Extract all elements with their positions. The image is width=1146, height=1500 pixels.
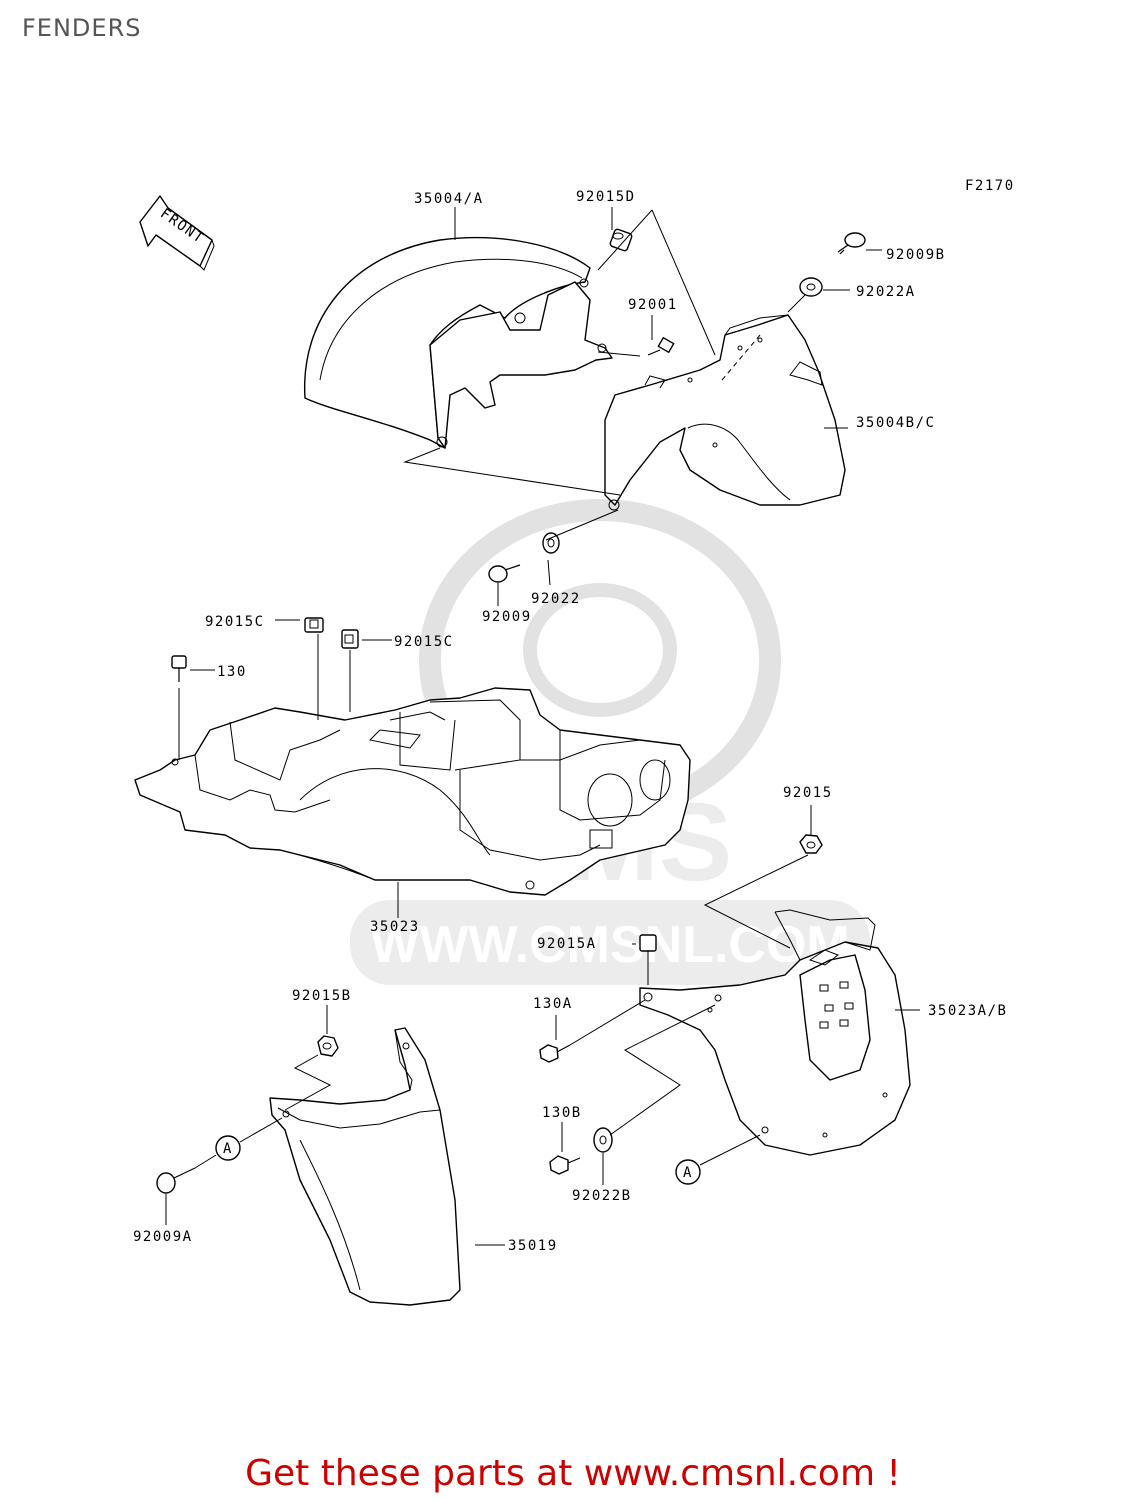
rear-mudguard-35019 <box>269 1027 461 1306</box>
callout-92022b: 92022B <box>572 1188 632 1204</box>
callout-92015: 92015 <box>783 785 833 801</box>
footer-link[interactable]: Get these parts at www.cmsnl.com ! <box>245 1453 901 1494</box>
callout-130b: 130B <box>542 1105 582 1121</box>
callout-92022a: 92022A <box>856 284 916 300</box>
washer-92022b-icon <box>593 1127 613 1153</box>
front-direction-arrow-icon: FRONT <box>139 195 215 271</box>
callout-92009: 92009 <box>482 609 532 625</box>
callout-92015b: 92015B <box>292 988 352 1004</box>
reference-mark-a-right: A <box>675 1159 701 1185</box>
callout-130: 130 <box>217 664 247 680</box>
leader-lines-bottom <box>165 805 920 1246</box>
callout-35023: 35023 <box>370 919 420 935</box>
page-title: FENDERS <box>22 14 142 42</box>
figure-code: F2170 <box>965 178 1015 194</box>
reference-mark-a-left: A <box>215 1135 241 1161</box>
nut-92015-icon <box>799 834 823 854</box>
clip-92015a-icon <box>639 934 657 952</box>
callout-92015d: 92015D <box>576 189 636 205</box>
bolt-92001-icon <box>647 336 675 356</box>
washer-92022-icon <box>542 532 560 554</box>
reference-mark-a-left-label: A <box>223 1141 233 1157</box>
bolt-130-icon <box>171 655 187 682</box>
callout-35019: 35019 <box>508 1238 558 1254</box>
callout-92022: 92022 <box>531 591 581 607</box>
front-fender-35004a <box>304 236 613 449</box>
leader-lines-top <box>403 207 882 606</box>
rear-inner-fender-35023 <box>134 687 691 896</box>
bolt-130b-icon <box>549 1155 581 1175</box>
reference-mark-a-right-label: A <box>683 1165 693 1181</box>
clip-92015c-right-icon <box>341 629 359 649</box>
bolt-92009a-icon <box>156 1167 196 1194</box>
callout-92009b: 92009B <box>886 247 946 263</box>
watermark-url: WWW.CMSNL.COM <box>370 916 849 974</box>
clip-92015c-left-icon <box>304 617 324 633</box>
bolt-92009-icon <box>488 564 521 583</box>
bolt-92009b-icon <box>837 232 866 255</box>
callout-92009a: 92009A <box>133 1229 193 1245</box>
callout-35023ab: 35023A/B <box>928 1003 1007 1019</box>
callout-92015c-right: 92015C <box>394 634 454 650</box>
washer-92022a-icon <box>799 277 823 297</box>
front-fender-rear-35004bc <box>604 314 846 511</box>
callout-130a: 130A <box>533 996 573 1012</box>
callout-35004bc: 35004B/C <box>856 415 935 431</box>
rear-fender-35023ab <box>639 909 911 1156</box>
callout-92001: 92001 <box>628 297 678 313</box>
callout-35004a: 35004/A <box>414 191 484 207</box>
callout-92015a: 92015A <box>537 936 597 952</box>
bolt-130a-icon <box>539 1044 571 1063</box>
leader-lines-mid <box>178 619 399 918</box>
collar-92015d-icon <box>609 228 633 252</box>
nut-92015b-icon <box>317 1035 339 1057</box>
callout-labels: 35004/A 92015D 92009B 92022A 92001 35004… <box>133 189 1007 1254</box>
callout-92015c-left: 92015C <box>205 614 265 630</box>
